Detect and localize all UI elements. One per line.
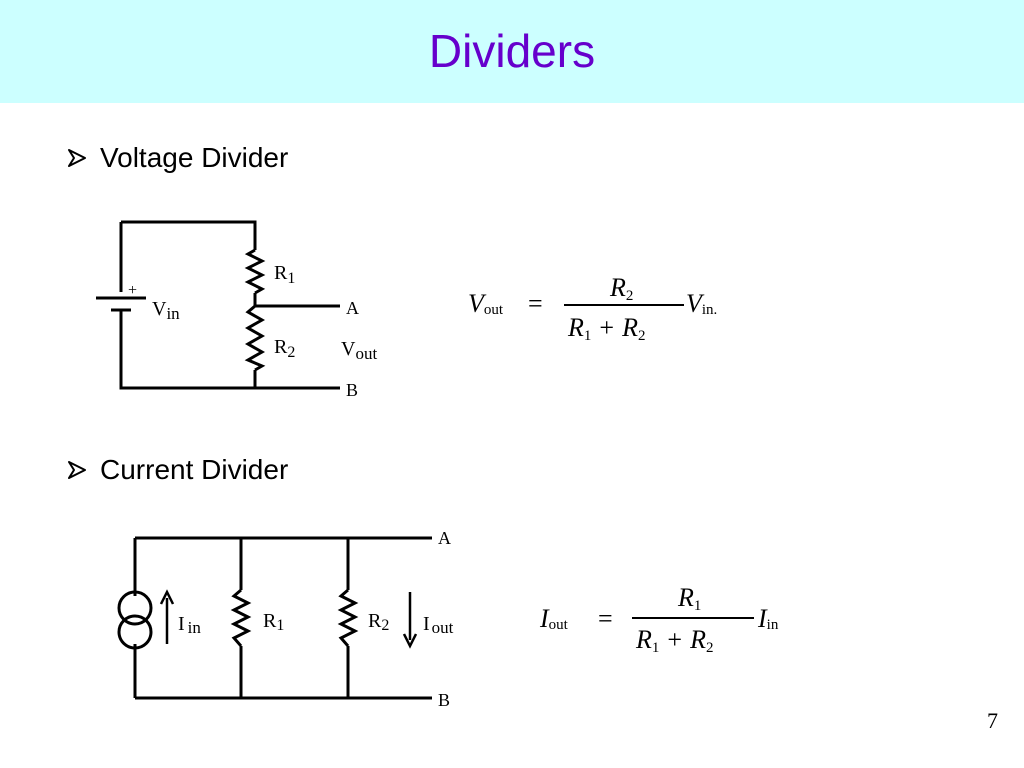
r2-label: R2 [274,336,295,361]
numerator: R1 [677,583,701,614]
current-source-circle-top [117,590,153,626]
wire-left [119,222,340,390]
node-b-label: B [438,690,450,710]
r1-label: R1 [263,610,284,634]
vin-rhs: Vin. [686,289,717,318]
r2-label: R2 [368,610,389,634]
page-number: 7 [987,708,998,733]
node-b-label: B [346,380,358,400]
current-source-circle-bottom [117,614,153,650]
wire-top [121,220,257,250]
wire-mid [253,293,340,308]
arrow-bullet-icon [68,149,86,167]
bullet-label: Current Divider [100,454,289,485]
r1-label: R1 [274,262,295,287]
resistor-r2 [244,304,266,372]
resistor-r2 [337,588,359,647]
iin-rhs: Iin [757,604,779,633]
vout-label: Vout [341,338,377,363]
denominator: R1+R2 [567,313,645,344]
vin-label: Vin [152,298,180,323]
equals-sign: = [598,604,613,633]
current-divider-formula: Iout = R1 R1+R2 Iin [539,583,779,656]
arrow-bullet-icon [68,461,86,479]
voltage-divider-formula: Vout = R2 R1+R2 Vin. [468,273,717,344]
bullet-label: Voltage Divider [100,142,289,173]
vout-lhs: Vout [468,289,504,318]
source-plus-label: + [128,282,137,299]
node-a-label: A [346,298,359,318]
denominator: R1+R2 [635,625,713,656]
numerator: R2 [609,273,633,304]
iout-lhs: Iout [539,604,569,633]
equals-sign: = [528,289,543,318]
bullet-voltage-divider: Voltage Divider [66,142,288,174]
current-divider-circuit [117,536,432,700]
slide-title: Dividers [428,25,596,77]
voltage-divider-circuit [96,220,340,390]
resistor-r1 [230,588,252,647]
title-bar [0,0,1024,103]
bullet-current-divider: Current Divider [66,454,288,486]
node-a-label: A [438,528,451,548]
iin-arrow-head [159,589,175,605]
resistor-r1 [244,248,266,295]
iout-arrow-head [402,633,418,649]
